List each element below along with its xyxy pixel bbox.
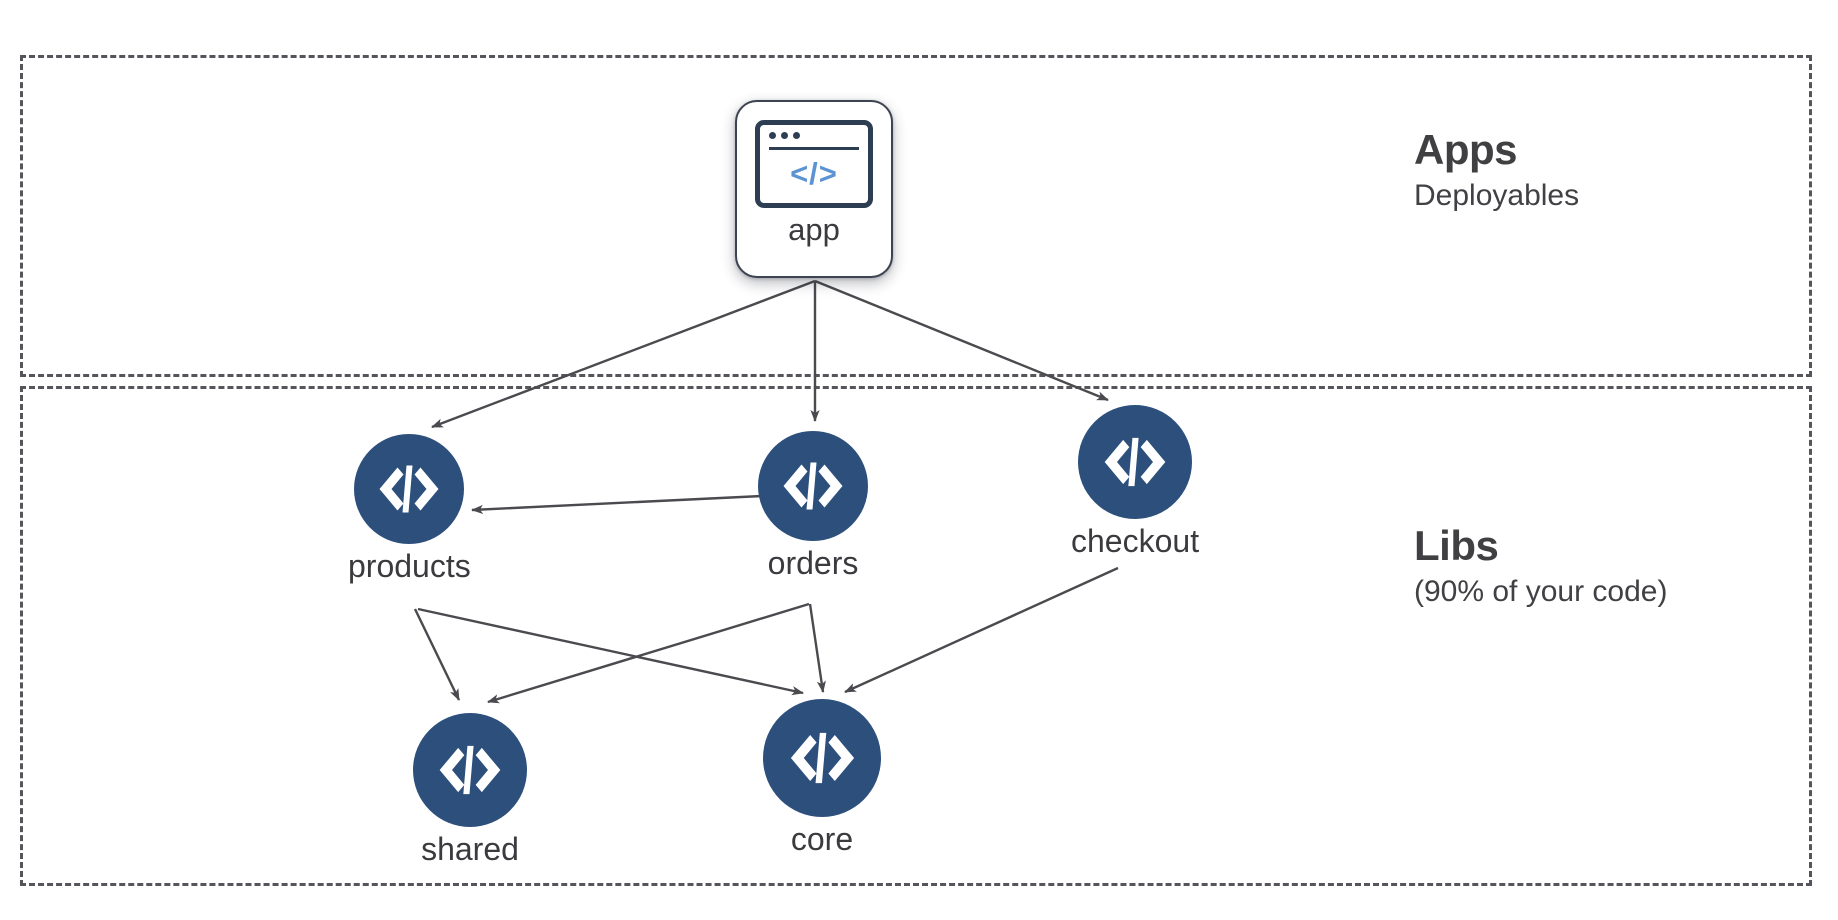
shared-circle bbox=[413, 713, 527, 827]
node-checkout[interactable]: checkout bbox=[1071, 405, 1199, 559]
legend-apps-subtitle: Deployables bbox=[1414, 179, 1580, 213]
node-products-label: products bbox=[348, 548, 471, 584]
core-circle bbox=[763, 699, 881, 817]
node-core-label: core bbox=[790, 821, 854, 857]
legend-libs: Libs (90% of your code) bbox=[1414, 522, 1668, 610]
code-brackets-icon bbox=[1104, 437, 1166, 487]
node-shared[interactable]: shared bbox=[413, 713, 527, 867]
node-app-label: app bbox=[788, 212, 840, 247]
legend-apps: Apps Deployables bbox=[1414, 126, 1580, 214]
node-checkout-label: checkout bbox=[1071, 523, 1200, 559]
code-brackets-icon bbox=[790, 732, 854, 784]
node-shared-label: shared bbox=[421, 831, 519, 867]
legend-libs-subtitle: (90% of your code) bbox=[1414, 575, 1668, 609]
browser-window-code-icon: </> bbox=[755, 120, 873, 208]
node-core[interactable]: core bbox=[763, 699, 881, 857]
code-brackets-icon bbox=[379, 465, 439, 513]
legend-apps-title: Apps bbox=[1414, 126, 1518, 173]
code-brackets-glyph: </> bbox=[790, 156, 838, 191]
node-orders-label: orders bbox=[767, 545, 859, 581]
code-brackets-icon bbox=[439, 745, 501, 795]
node-products[interactable]: products bbox=[348, 434, 471, 584]
window-dots-icon bbox=[769, 132, 800, 139]
node-orders[interactable]: orders bbox=[758, 431, 868, 581]
zone-libs bbox=[20, 386, 1812, 886]
legend-libs-title: Libs bbox=[1414, 522, 1499, 569]
products-circle bbox=[354, 434, 465, 544]
orders-circle bbox=[758, 431, 868, 541]
checkout-circle bbox=[1078, 405, 1193, 519]
zone-apps bbox=[20, 55, 1812, 377]
code-brackets-icon bbox=[783, 462, 843, 510]
node-app[interactable]: </> app bbox=[735, 100, 893, 278]
window-titlebar-rule bbox=[769, 147, 859, 150]
